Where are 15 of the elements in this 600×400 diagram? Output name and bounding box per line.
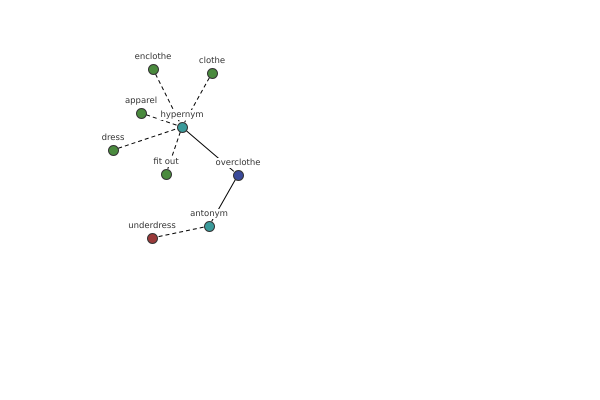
connector-line <box>184 77 210 123</box>
connector-line <box>167 132 181 170</box>
node-label: underdress <box>127 221 177 231</box>
node-label: apparel <box>124 96 158 106</box>
connector-line <box>156 226 204 238</box>
connector-line <box>118 128 178 149</box>
connector-line <box>154 73 180 123</box>
node-label: enclothe <box>134 52 172 62</box>
node-label: clothe <box>198 56 226 66</box>
node-label: overclothe <box>214 158 262 168</box>
connector-line <box>146 114 178 126</box>
node-label: fit out <box>152 157 180 167</box>
node-label: dress <box>100 133 126 143</box>
node-label: hypernym <box>159 110 205 120</box>
node-label: antonym <box>189 209 229 219</box>
